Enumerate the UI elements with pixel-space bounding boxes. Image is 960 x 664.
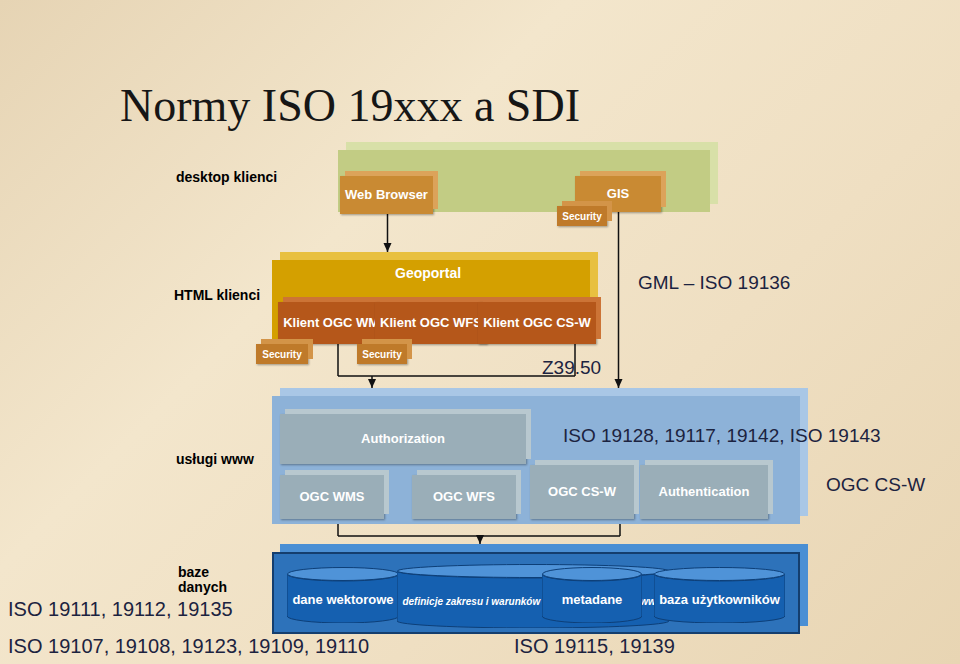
- database-band: baze danychdane wektorowedefinicje zakre…: [272, 552, 800, 634]
- standard-note: Z39.50: [542, 357, 601, 379]
- client-box: Klient OGC CS-W: [478, 302, 596, 344]
- box-label: OGC WFS: [433, 490, 495, 504]
- band-heading: baze danych: [178, 565, 240, 596]
- box-label: Authentication: [659, 485, 750, 499]
- standard-note: ISO 19107, 19108, 19123, 19109, 19110: [8, 635, 369, 658]
- cylinder-top: [543, 568, 642, 581]
- portal-heading: Geoportal: [395, 266, 461, 281]
- box-label: Authorization: [361, 432, 445, 446]
- database-cylinder: baza użytkowników: [654, 567, 785, 623]
- database-label: baza użytkowników: [659, 593, 780, 607]
- box-label: Klient OGC CS-W: [483, 316, 591, 330]
- standard-note: GML – ISO 19136: [638, 272, 790, 294]
- band-heading: HTML klienci: [174, 288, 260, 303]
- band-heading: usługi www: [176, 452, 254, 467]
- cylinder-body: [397, 571, 669, 628]
- security-box: Security: [256, 344, 308, 364]
- database-cylinder: dane wektorowe: [287, 567, 399, 623]
- box-label: GIS: [607, 187, 629, 201]
- service-box: OGC WMS: [280, 475, 384, 519]
- service-box: Authentication: [640, 465, 768, 519]
- standard-note: OGC CS-W: [826, 474, 925, 496]
- cylinder-top: [288, 568, 399, 581]
- client-box: Web Browser: [340, 176, 433, 214]
- service-box: OGC WFS: [412, 475, 516, 519]
- client-band: desktop klienciWeb BrowserGISSecurity: [338, 150, 710, 212]
- database-cylinder: metadane: [542, 567, 642, 623]
- database-label: dane wektorowe: [292, 593, 393, 607]
- cylinder-body: [542, 574, 642, 623]
- service-band: usługi wwwAuthorizationOGC WMSOGC WFSOGC…: [272, 396, 800, 524]
- flow-arrow: [387, 214, 389, 252]
- service-box: OGC CS-W: [530, 465, 634, 519]
- slide-title: Normy ISO 19xxx a SDI: [120, 80, 580, 132]
- flow-arrow: [338, 524, 620, 544]
- cylinder-body: [287, 574, 399, 623]
- box-label: OGC WMS: [300, 490, 365, 504]
- standard-note: ISO 19115, 19139: [514, 635, 675, 658]
- cylinder-top: [655, 568, 785, 581]
- standard-note: ISO 19128, 19117, 19142, ISO 19143: [563, 425, 881, 447]
- cylinder-body: [654, 574, 785, 623]
- band-heading: desktop klienci: [176, 170, 277, 185]
- client-box: Klient OGC WFS: [375, 302, 487, 344]
- client-band: HTML klienciGeoportalKlient OGC WMSKlien…: [272, 260, 590, 342]
- security-box: Security: [357, 344, 407, 364]
- security-box: Security: [557, 206, 607, 226]
- service-box: Authorization: [280, 414, 526, 464]
- box-label: Security: [362, 349, 401, 360]
- flow-arrow: [618, 212, 620, 388]
- box-label: Security: [262, 349, 301, 360]
- standard-note: ISO 19111, 19112, 19135: [8, 598, 233, 621]
- flow-arrow: [338, 342, 575, 388]
- box-label: Web Browser: [345, 188, 428, 202]
- database-label: metadane: [562, 593, 623, 607]
- box-label: Klient OGC WMS: [283, 316, 388, 330]
- box-label: Security: [562, 211, 601, 222]
- box-label: Klient OGC WFS: [380, 316, 482, 330]
- box-label: OGC CS-W: [548, 485, 616, 499]
